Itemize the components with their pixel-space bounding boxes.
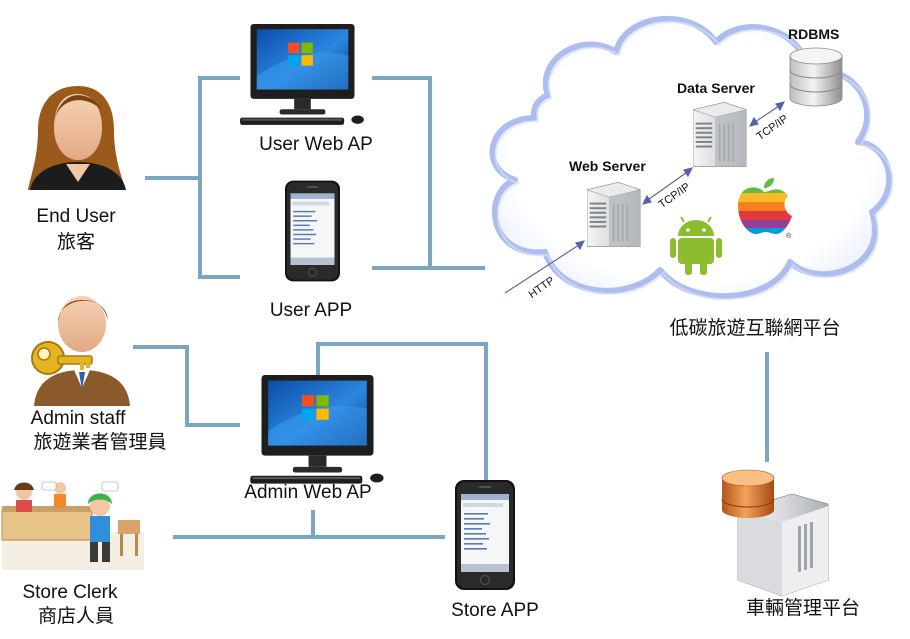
http-arrow [504,242,583,294]
store-clerk-label-zh: 商店人員 [37,606,115,627]
user-web-monitor-icon [240,24,364,125]
user-clients-bracket [198,76,240,279]
admin-staff-label-zh: 旅遊業者管理員 [33,432,167,453]
admin-web-monitor-icon [250,375,384,484]
store-app-label: Store APP [451,600,539,621]
end-user-label-en: End User [36,206,116,227]
vehicle-platform-server-icon [721,469,829,597]
store-app-phone-icon [455,480,515,590]
end-user-avatar [28,86,126,190]
user-app-phone-icon [285,180,340,282]
user-app-label: User APP [269,300,353,321]
svg-text:®: ® [786,232,792,240]
android-icon [670,216,722,275]
data-server-label: Data Server [677,80,755,96]
store-clerk-illustration [1,476,144,570]
platform-label: 低碳旅遊互聯網平台 [669,318,841,339]
user-web-ap-label: User Web AP [259,134,373,155]
rdbms-label: RDBMS [788,26,840,42]
user-web-link [372,76,432,268]
protocol-arrows [504,101,786,294]
vehicle-platform-label: 車輛管理平台 [745,598,861,619]
key-icon [31,341,93,375]
data-server-icon [693,102,747,167]
store-clerk-label-en: Store Clerk [22,582,118,603]
web-server-icon [587,182,641,247]
admin-staff-label-en: Admin staff [30,408,126,429]
admin-web-store-link [316,342,488,480]
web-server-label: Web Server [569,158,646,174]
rdbms-database-icon [789,47,843,107]
end-user-label-zh: 旅客 [56,232,96,253]
connectors [133,76,769,539]
admin-staff-link [133,345,240,427]
admin-staff-avatar [31,296,130,406]
admin-web-ap-label: Admin Web AP [244,482,372,503]
tcp-ip-arrow-1 [644,169,691,203]
tcp-ip-arrow-2 [751,103,783,125]
